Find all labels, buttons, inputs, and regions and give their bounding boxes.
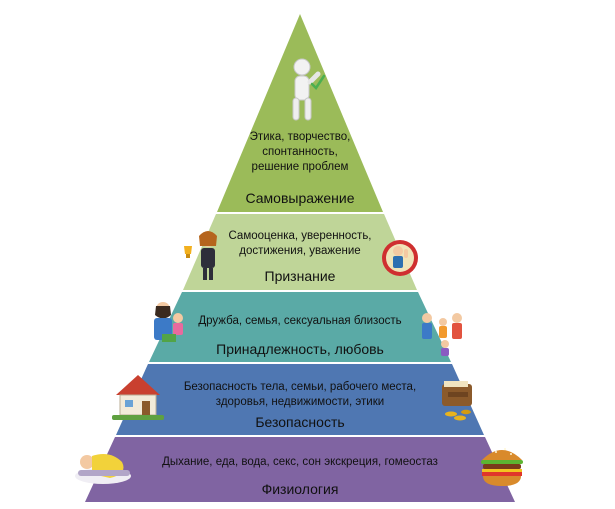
tier-1-desc-line: Этика, творчество, [249, 131, 351, 143]
thumbs-up-badge-icon [382, 240, 418, 276]
pyramid-tier-1 [217, 14, 383, 212]
burger-icon [481, 448, 523, 486]
father-child-icon [154, 302, 183, 342]
tier-1-desc-line: решение проблем [251, 161, 349, 173]
tier-5-title: Физиология [261, 481, 339, 497]
pyramid-tier-5 [85, 437, 515, 502]
businesswoman-trophy-icon [184, 231, 217, 280]
tier-1-description: Этика, творчество, спонтанность, решение… [218, 130, 382, 175]
pyramid-tier-4 [116, 364, 484, 435]
happy-family-icon [422, 313, 462, 356]
tier-1-title: Самовыражение [245, 190, 355, 206]
tier-4-title: Безопасность [255, 414, 345, 430]
white-figure-checkmark-icon [292, 58, 326, 121]
tier-3-title: Принадлежность, любовь [216, 341, 384, 357]
svg-text:z: z [80, 444, 84, 453]
pyramid-tier-2 [183, 214, 417, 290]
tier-2-desc-line: Самооценка, уверенность, [228, 230, 372, 242]
tier-2-description: Самооценка, уверенность, достижения, ува… [210, 229, 390, 259]
house-icon [112, 375, 164, 420]
sleeping-person-icon: z [75, 444, 131, 484]
tier-1-desc-line: спонтанность, [262, 146, 338, 158]
tier-5-description: Дыхание, еда, вода, секс, сон экскреция,… [140, 455, 460, 470]
pyramid-tier-3 [149, 292, 451, 362]
tier-2-title: Признание [264, 268, 336, 284]
tier-4-description: Безопасность тела, семьи, рабочего места… [165, 380, 435, 410]
wallet-coins-icon [442, 381, 472, 421]
tier-5-desc-line: Дыхание, еда, вода, секс, сон экскреция,… [162, 456, 438, 468]
tier-4-desc-line: здоровья, недвижимости, этики [215, 396, 385, 408]
tier-4-desc-line: Безопасность тела, семьи, рабочего места… [183, 381, 417, 393]
tier-3-desc-line: Дружба, семья, сексуальная близость [198, 315, 402, 327]
tier-3-description: Дружба, семья, сексуальная близость [180, 314, 420, 329]
tier-2-desc-line: достижения, уважение [239, 245, 361, 257]
